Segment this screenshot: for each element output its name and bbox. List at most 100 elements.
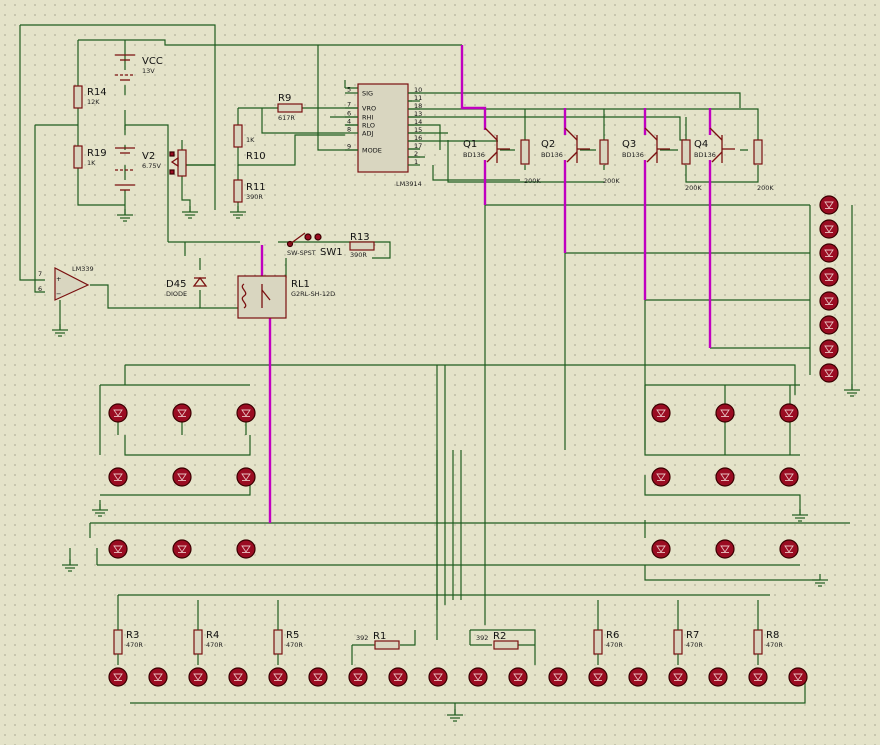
ic-pin-number: 4 bbox=[347, 118, 351, 126]
led[interactable] bbox=[228, 667, 248, 687]
led[interactable] bbox=[651, 467, 671, 487]
led[interactable] bbox=[651, 539, 671, 559]
led[interactable] bbox=[108, 539, 128, 559]
led[interactable] bbox=[428, 667, 448, 687]
ic-pin-label: VRO bbox=[362, 105, 376, 113]
potentiometer[interactable] bbox=[169, 149, 187, 177]
resistor-r9[interactable]: R9 617R bbox=[277, 93, 303, 122]
led[interactable] bbox=[819, 219, 839, 239]
resistor-r2[interactable]: 392 R2 bbox=[476, 631, 519, 650]
led[interactable] bbox=[468, 667, 488, 687]
led[interactable] bbox=[588, 667, 608, 687]
diode-d45[interactable]: D45 DIODE bbox=[166, 276, 208, 298]
r1-label: R1 bbox=[373, 631, 386, 642]
r11-label: R11 bbox=[246, 182, 266, 193]
resistor-value: 470R bbox=[686, 641, 703, 649]
led[interactable] bbox=[715, 403, 735, 423]
relay-rl1[interactable]: RL1 G2RL-SH-12D bbox=[237, 275, 335, 319]
opamp-lm339[interactable]: + − 7 6 LM339 bbox=[38, 265, 94, 301]
led[interactable] bbox=[715, 539, 735, 559]
r9-label: R9 bbox=[278, 93, 291, 104]
opamp-name: LM339 bbox=[72, 265, 94, 273]
led[interactable] bbox=[819, 195, 839, 215]
led[interactable] bbox=[715, 467, 735, 487]
led[interactable] bbox=[172, 539, 192, 559]
led[interactable] bbox=[819, 291, 839, 311]
resistor-r19[interactable]: R19 1K bbox=[73, 145, 107, 169]
led[interactable] bbox=[108, 667, 128, 687]
ic-pin-label: RHI bbox=[362, 114, 373, 122]
resistor-base[interactable]: 200K bbox=[520, 139, 541, 185]
ic-pin-number: 5 bbox=[347, 86, 351, 94]
led[interactable] bbox=[819, 243, 839, 263]
resistor-base[interactable]: 200K bbox=[681, 139, 702, 192]
led[interactable] bbox=[548, 667, 568, 687]
led[interactable] bbox=[779, 403, 799, 423]
led[interactable] bbox=[236, 539, 256, 559]
led[interactable] bbox=[819, 339, 839, 359]
led[interactable] bbox=[508, 667, 528, 687]
led[interactable] bbox=[819, 267, 839, 287]
led[interactable] bbox=[819, 363, 839, 383]
transistor-type: BD136 bbox=[694, 151, 716, 159]
switch-sw1[interactable]: SW-SPST SW1 bbox=[286, 232, 343, 258]
led[interactable] bbox=[172, 467, 192, 487]
resistor-r10[interactable]: 1K R10 bbox=[233, 124, 266, 162]
led[interactable] bbox=[779, 539, 799, 559]
vcc-battery[interactable]: VCC 13V bbox=[115, 54, 163, 81]
ic-pin-number: 13 bbox=[414, 110, 422, 118]
led[interactable] bbox=[748, 667, 768, 687]
ic-pin-number: 8 bbox=[347, 126, 351, 134]
resistor-label: R8 bbox=[766, 630, 779, 641]
opamp-plus-sign: + bbox=[56, 275, 61, 283]
resistor-r11[interactable]: R11 390R bbox=[233, 179, 266, 203]
transistor-label: Q2 bbox=[541, 139, 555, 150]
relay-type: G2RL-SH-12D bbox=[291, 290, 335, 298]
led[interactable] bbox=[148, 667, 168, 687]
led[interactable] bbox=[308, 667, 328, 687]
led[interactable] bbox=[108, 403, 128, 423]
led[interactable] bbox=[236, 403, 256, 423]
led[interactable] bbox=[819, 315, 839, 335]
led[interactable] bbox=[188, 667, 208, 687]
r19-label: R19 bbox=[87, 148, 107, 159]
led[interactable] bbox=[236, 467, 256, 487]
ic-pin-label: ADJ bbox=[362, 130, 373, 138]
led[interactable] bbox=[708, 667, 728, 687]
led[interactable] bbox=[172, 403, 192, 423]
led[interactable] bbox=[651, 403, 671, 423]
resistor-r13[interactable]: R13 390R bbox=[349, 232, 375, 259]
vcc-value: 13V bbox=[142, 67, 155, 75]
resistor-base[interactable]: 200K bbox=[599, 139, 620, 185]
r14-label: R14 bbox=[87, 87, 107, 98]
v2-battery[interactable]: V2 6.75V bbox=[115, 147, 161, 191]
resistor-r1[interactable]: 392 R1 bbox=[356, 631, 400, 650]
led[interactable] bbox=[388, 667, 408, 687]
led[interactable] bbox=[779, 467, 799, 487]
led[interactable] bbox=[268, 667, 288, 687]
led[interactable] bbox=[628, 667, 648, 687]
resistor-base[interactable]: 200K bbox=[753, 139, 774, 192]
ic-pin-number: 18 bbox=[414, 102, 422, 110]
r2-value: 392 bbox=[476, 634, 488, 642]
resistor-r14[interactable]: R14 12K bbox=[73, 85, 107, 109]
led[interactable] bbox=[788, 667, 808, 687]
ground-icon bbox=[812, 574, 828, 587]
led[interactable] bbox=[348, 667, 368, 687]
ic-pin-number: 2 bbox=[414, 150, 418, 158]
led[interactable] bbox=[668, 667, 688, 687]
led[interactable] bbox=[108, 467, 128, 487]
